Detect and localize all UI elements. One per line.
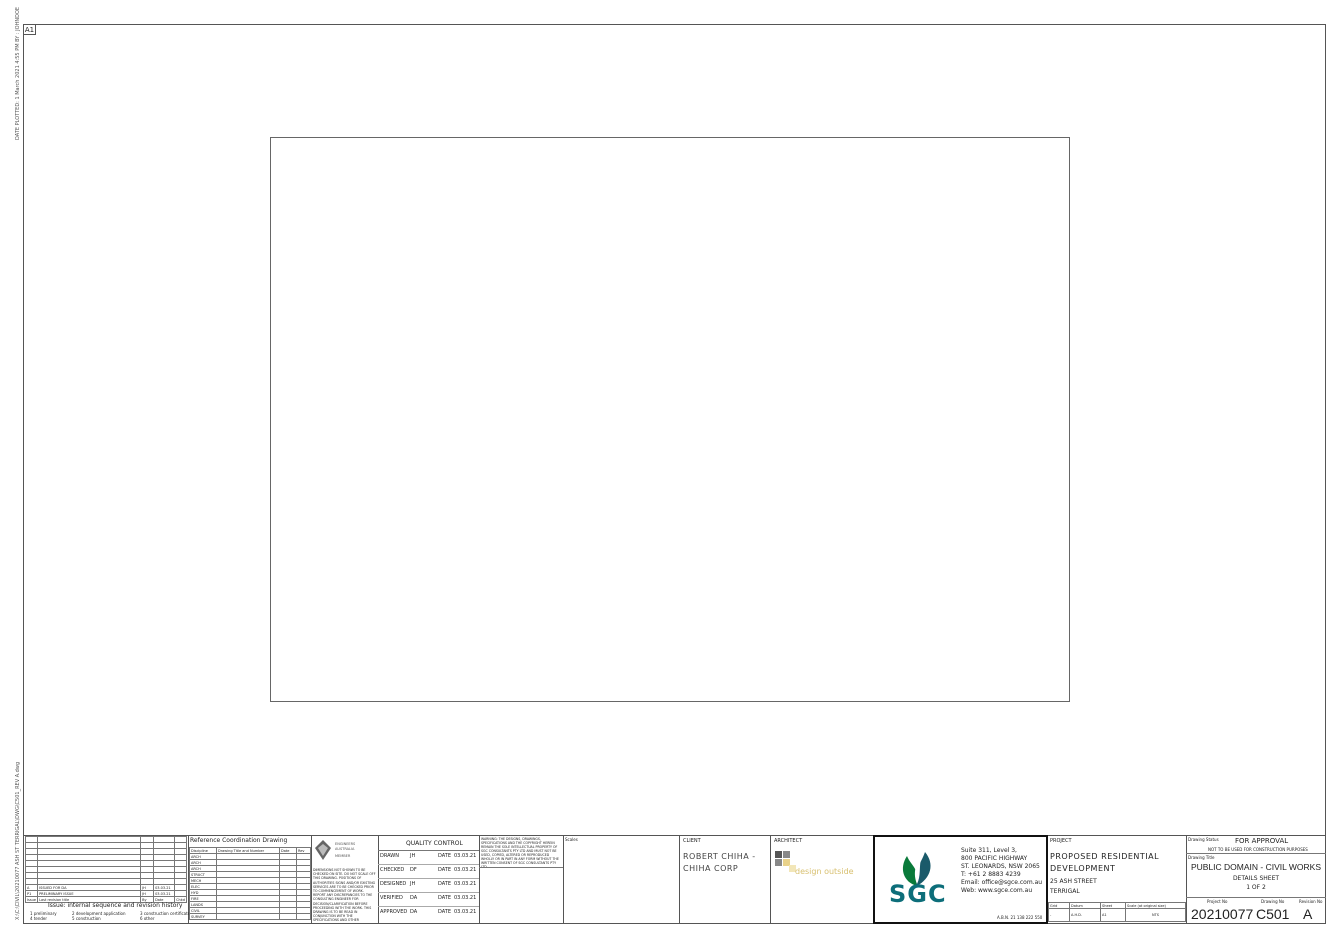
- architect-logo: design outside: [775, 851, 865, 881]
- sgc-web: Web: www.sgce.com.au: [961, 887, 1033, 894]
- drawing-title-3: 1 OF 2: [1246, 884, 1266, 891]
- sheet-border: [23, 24, 1326, 924]
- divider: [479, 835, 480, 924]
- project-no-label: Project No: [1207, 899, 1228, 904]
- sgc-logo: SGC: [889, 880, 947, 908]
- issue-code: 2 development application: [72, 911, 126, 916]
- divider: [378, 906, 479, 907]
- copyright-warning: WARNING: THE DESIGNS, DRAWINGS, SPECIFIC…: [481, 837, 559, 867]
- client-name-line1: ROBERT CHIHA -: [683, 852, 756, 861]
- design-outside-logo-icon: [775, 851, 796, 872]
- project-title-line1: PROPOSED RESIDENTIAL: [1050, 852, 1160, 861]
- issue-code: 4 tender: [30, 916, 48, 921]
- file-path-note: X:\C:\CIVIL\20210077 ASH ST TERRIGAL\DWG…: [15, 761, 21, 920]
- drawing-status-label: Drawing Status: [1188, 837, 1219, 842]
- project-title-line2: DEVELOPMENT: [1050, 864, 1116, 873]
- divider: [479, 867, 563, 868]
- dimensions-note: DIMENSIONS NOT SHOWN TO BE CHECKED ON SI…: [313, 868, 376, 923]
- quality-control-title: QUALITY CONTROL: [406, 840, 463, 847]
- client-name-line2: CHIHA CORP: [683, 864, 739, 873]
- architect-logo-text: design outside: [795, 867, 854, 876]
- sgc-company-block: [873, 835, 1048, 924]
- scales-label: Scales: [565, 837, 578, 842]
- issue-code: 1 preliminary: [30, 911, 57, 916]
- project-label: PROJECT: [1050, 838, 1072, 844]
- divider: [1186, 853, 1326, 854]
- divider: [311, 835, 312, 924]
- sgc-leaf-icon: [895, 848, 939, 888]
- revision-caption: Issue: internal sequence and revision hi…: [48, 902, 183, 909]
- drawing-viewport[interactable]: [270, 137, 1070, 702]
- engineers-logo-icon: [315, 840, 331, 860]
- drawing-title-2: DETAILS SHEET: [1232, 875, 1280, 882]
- sgc-address-3: ST. LEONARDS, NSW 2065: [961, 863, 1040, 870]
- drawing-status: FOR APPROVAL: [1235, 837, 1289, 845]
- reference-table: Discipline Drawing Title and Number Date…: [189, 847, 311, 920]
- sgc-phone: T: +61 2 8883 4239: [961, 871, 1021, 878]
- divider: [1186, 835, 1187, 924]
- logo-text: AUSTRALIA: [335, 847, 355, 851]
- divider: [1186, 897, 1326, 898]
- sgc-address-1: Suite 311, Level 3,: [961, 847, 1017, 854]
- divider: [378, 850, 479, 851]
- divider: [770, 835, 771, 924]
- sgc-address-2: 800 PACIFIC HIGHWAY: [961, 855, 1028, 862]
- divider: [679, 835, 680, 924]
- project-suburb: TERRIGAL: [1050, 888, 1080, 895]
- divider: [378, 892, 479, 893]
- plot-date-note: DATE PLOTTED: 1 March 2021 4:55 PM BY : …: [15, 6, 21, 140]
- grid-meta-table: Grid Datum Sheet Scale (at original size…: [1048, 902, 1186, 922]
- logo-text: ENGINEERS: [335, 842, 356, 846]
- sgc-email: Email: office@sgce.com.au: [961, 879, 1043, 886]
- reference-title: Reference Coordination Drawing: [190, 837, 288, 844]
- revision-number: A: [1303, 906, 1313, 922]
- drawing-number: C501: [1256, 906, 1290, 922]
- title-block: [23, 835, 1326, 924]
- drawing-status-note: NOT TO BE USED FOR CONSTRUCTION PURPOSES: [1208, 847, 1308, 852]
- drawing-no-label: Drawing No: [1261, 899, 1285, 904]
- divider: [378, 864, 479, 865]
- architect-label: ARCHITECT: [774, 838, 803, 844]
- drawing-title-1: PUBLIC DOMAIN - CIVIL WORKS: [1190, 862, 1322, 872]
- issue-code: 3 construction certificate: [140, 911, 191, 916]
- project-address: 25 ASH STREET: [1050, 878, 1097, 885]
- divider: [188, 835, 189, 924]
- project-number: 20210077: [1191, 906, 1254, 922]
- drawing-title-label: Drawing Title: [1188, 855, 1215, 860]
- divider: [378, 878, 479, 879]
- issue-code: 5 construction: [72, 916, 101, 921]
- sgc-abn: A.B.N. 21 138 222 550: [997, 915, 1043, 920]
- engineers-australia-logo: ENGINEERS AUSTRALIA MEMBER: [314, 839, 376, 863]
- logo-text: MEMBER: [335, 854, 351, 858]
- client-label: CLIENT: [683, 838, 701, 844]
- revision-no-label: Revision No: [1299, 899, 1323, 904]
- table-row: SURVEY: [189, 913, 311, 920]
- issue-code: 6 other: [140, 916, 155, 921]
- divider: [378, 835, 379, 924]
- divider: [563, 835, 564, 924]
- sheet-size-label: A1: [23, 24, 36, 35]
